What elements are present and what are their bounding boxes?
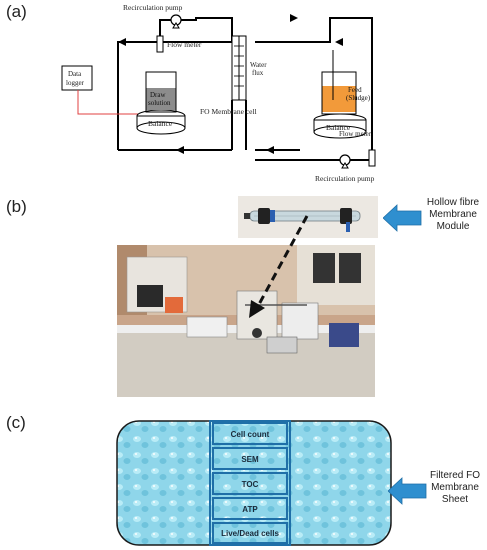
membrane-sheet-callout: Filtered FO Membrane Sheet — [424, 470, 486, 506]
flow-meter-bottom — [368, 149, 376, 167]
flow-meter-top — [156, 35, 164, 53]
cell-label-2: TOC — [242, 480, 259, 489]
lab-setup-photo — [117, 245, 375, 397]
feed-label-1: Feed — [348, 86, 362, 94]
membrane-sheet-callout-line3: Sheet — [441, 494, 469, 505]
balance-right-label: Balance — [326, 123, 351, 132]
panel-a-label: (a) — [6, 2, 27, 21]
membrane-sheet-callout-line2: Membrane — [431, 482, 479, 493]
balance-left-label: Balance — [148, 119, 173, 128]
cell-label-4: Live/Dead cells — [221, 529, 279, 538]
feed-label-2: (Sludge) — [346, 94, 371, 102]
panel-b-label: (b) — [6, 197, 27, 216]
cell-label-0: Cell count — [231, 430, 270, 439]
hollow-fibre-callout-line3: Module — [436, 221, 470, 232]
hollow-fibre-callout: Hollow fibre Membrane Module — [420, 197, 486, 233]
module-pointer-arrow — [249, 215, 309, 318]
data-logger-box — [61, 65, 93, 91]
draw-solution-label-2: solution — [148, 99, 171, 107]
membrane-sheet-arrow — [388, 477, 427, 505]
flow-meter-top-label: Flow meter — [167, 40, 202, 49]
water-flux-label-2: flux — [252, 69, 264, 77]
hollow-fibre-callout-line2: Membrane — [429, 209, 477, 220]
fo-setup-schematic: Recirculation pump Flow meter Data logge… — [61, 3, 376, 183]
feed-sludge — [322, 86, 356, 112]
hollow-fibre-arrow — [383, 204, 422, 232]
fo-membrane-cell-label: FO Membrane cell — [200, 107, 257, 116]
data-logger-label-1: Data — [68, 70, 82, 78]
analysis-grid — [209, 420, 291, 546]
water-flux-label-1: Water — [250, 61, 267, 69]
cell-label-1: SEM — [241, 455, 259, 464]
recirculation-pump-bottom-label: Recirculation pump — [315, 174, 375, 183]
right-loop-line — [255, 17, 373, 150]
membrane-sheet-callout-line1: Filtered FO — [429, 470, 480, 481]
hollow-fibre-module-photo — [238, 196, 378, 238]
filtered-membrane-sheet: Cell count SEM TOC ATP Live/Dead cells — [116, 420, 392, 546]
recirculation-pump-top-label: Recirculation pump — [123, 3, 183, 12]
cell-label-3: ATP — [242, 505, 258, 514]
logger-wire — [77, 90, 138, 115]
flow-meter-bottom-label: Flow meter — [339, 130, 372, 138]
hollow-fibre-callout-line1: Hollow fibre — [426, 197, 480, 208]
data-logger-label-2: logger — [66, 79, 85, 87]
draw-solution — [146, 88, 176, 110]
panel-c-label: (c) — [6, 413, 26, 432]
draw-solution-label-1: Draw — [150, 91, 166, 99]
